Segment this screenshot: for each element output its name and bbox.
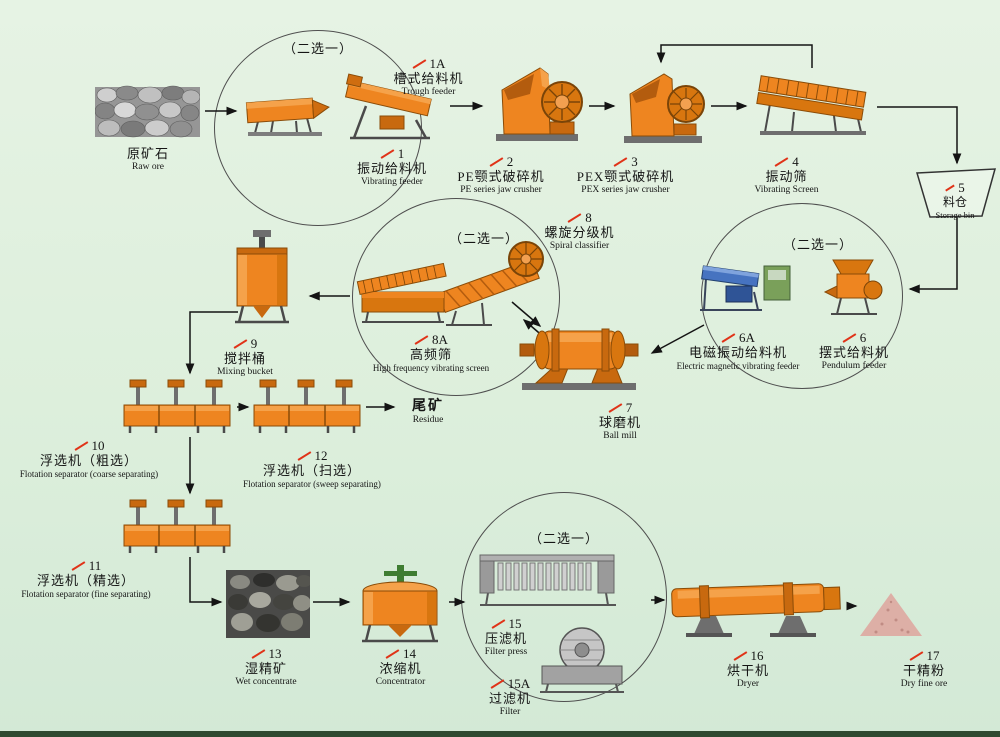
trough-feeder-graphic: [243, 88, 331, 140]
choice-label-filters: （二选一）: [528, 531, 599, 546]
pe-crusher-number: 2: [489, 154, 514, 169]
wet-concentrate-label: 13 湿精矿 Wet concentrate: [235, 645, 297, 687]
concentrator-graphic: [354, 563, 446, 645]
pex-crusher-number: 3: [613, 154, 638, 169]
flotation-fine-label: 11 浮选机（精选） Flotation separator (fine sep…: [21, 557, 151, 599]
choice-circle-screen: [352, 198, 560, 396]
pendulum-feeder-label: 6 摆式给料机 Pendulum feeder: [818, 329, 889, 371]
flotation-sweep-number: 12: [297, 448, 328, 463]
dry-fine-ore-number: 17: [909, 648, 940, 663]
ball-mill-graphic: [518, 315, 640, 395]
emv-feeder-label: 6A 电磁振动给料机 Electric magnetic vibrating f…: [676, 329, 800, 371]
vibrating-screen-number: 4: [774, 154, 799, 169]
pex-crusher-label: 3 PEX颚式破碎机 PEX series jaw crusher: [576, 153, 675, 195]
pendulum-feeder-number: 6: [842, 330, 867, 345]
pendulum-feeder-graphic: [815, 258, 895, 320]
mixing-bucket-number: 9: [233, 336, 258, 351]
ball-mill-label: 7 球磨机 Ball mill: [598, 399, 641, 441]
residue-label: 尾矿 Residue: [412, 399, 444, 426]
filter-press-graphic: [476, 545, 626, 610]
dryer-label: 16 烘干机 Dryer: [726, 647, 769, 689]
dryer-number: 16: [733, 648, 764, 663]
choice-label-screen: （二选一）: [448, 231, 519, 246]
choice-circle-filters: [461, 492, 667, 702]
concentrator-label: 14 浓缩机 Concentrator: [375, 645, 426, 687]
vibrating-screen-label: 4 振动筛 Vibrating Screen: [754, 153, 819, 195]
flotation-sweep-label: 12 浮选机（扫选） Flotation separator (sweep se…: [243, 447, 381, 489]
concentrator-number: 14: [385, 646, 416, 661]
flotation-sweep-graphic: [252, 378, 364, 436]
dryer-graphic: [666, 572, 846, 638]
storage-bin-label: 5 料仓 Storage bin: [935, 179, 975, 220]
emv-feeder-number: 6A: [721, 330, 755, 345]
flotation-coarse-number: 10: [74, 438, 105, 453]
hf-screen-number: 8A: [414, 332, 448, 347]
electric-magnetic-vibrating-feeder-graphic: [698, 248, 796, 318]
trough-feeder-number: 1A: [412, 56, 446, 71]
choice-label-feeders: （二选一）: [282, 41, 353, 56]
spiral-classifier-graphic: [432, 233, 550, 328]
dry-fine-ore-image: [858, 590, 924, 638]
vibrating-feeder-number: 1: [380, 146, 405, 161]
hf-screen-label: 8A 高频筛 High frequency vibrating screen: [372, 331, 490, 373]
raw-ore-label: 原矿石 Raw ore: [126, 146, 169, 172]
wet-concentrate-number: 13: [251, 646, 282, 661]
spiral-classifier-number: 8: [567, 210, 592, 225]
filter-graphic: [536, 622, 628, 694]
high-frequency-screen-graphic: [352, 250, 457, 325]
pex-jaw-crusher-graphic: [618, 66, 708, 150]
vibrating-screen-graphic: [752, 70, 874, 142]
spiral-classifier-label: 8 螺旋分级机 Spiral classifier: [544, 209, 615, 251]
pe-jaw-crusher-graphic: [488, 60, 586, 150]
raw-ore-image: [94, 83, 201, 141]
filter-label: 15A 过滤机 Filter: [488, 675, 531, 717]
mixing-bucket-graphic: [223, 228, 301, 328]
mixing-bucket-label: 9 搅拌桶 Mixing bucket: [217, 335, 273, 377]
vibrating-feeder-graphic: [338, 72, 443, 144]
trough-feeder-label: 1A 槽式给料机 Trough feeder: [393, 55, 464, 97]
dry-fine-ore-label: 17 干精粉 Dry fine ore: [900, 647, 948, 689]
filter-press-label: 15 压滤机 Filter press: [484, 615, 528, 657]
filter-press-number: 15: [491, 616, 522, 631]
flotation-coarse-label: 10 浮选机（粗选） Flotation separator (coarse s…: [19, 437, 159, 479]
flotation-fine-number: 11: [71, 558, 102, 573]
storage-bin-number: 5: [945, 180, 965, 195]
vibrating-feeder-label: 1 振动给料机 Vibrating feeder: [356, 145, 427, 187]
choice-label-mill-feeders: （二选一）: [782, 237, 853, 252]
bottom-edge-strip: [0, 731, 1000, 737]
ball-mill-number: 7: [608, 400, 633, 415]
choice-circle-mill-feeders: [701, 203, 903, 389]
wet-concentrate-image: [226, 570, 312, 638]
filter-number: 15A: [490, 676, 530, 691]
flotation-coarse-graphic: [122, 378, 234, 436]
flotation-fine-graphic: [122, 498, 234, 556]
pe-crusher-label: 2 PE颚式破碎机 PE series jaw crusher: [457, 153, 545, 195]
